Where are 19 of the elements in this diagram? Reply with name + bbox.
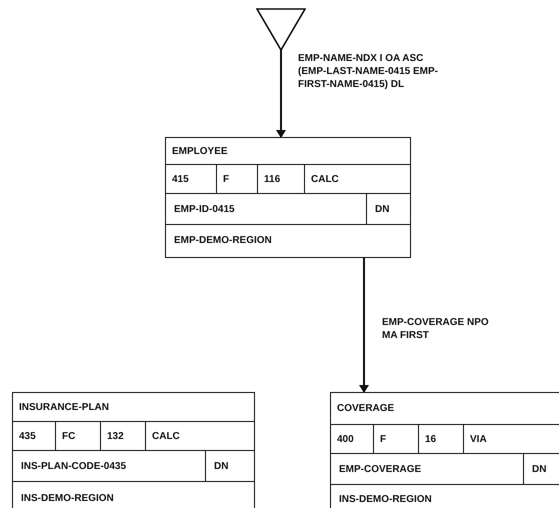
area-name: EMP-DEMO-REGION xyxy=(165,224,410,258)
location-mode: CALC xyxy=(145,421,254,452)
duplicates-option: DN xyxy=(205,450,254,482)
area-name: INS-DEMO-REGION xyxy=(12,481,254,508)
duplicates-option: DN xyxy=(366,193,410,226)
record-name: EMPLOYEE xyxy=(165,137,410,166)
record-name: INSURANCE-PLAN xyxy=(12,392,254,422)
duplicates-option: DN xyxy=(523,453,559,486)
calc-key-field: EMP-COVERAGE xyxy=(330,453,524,486)
arrow xyxy=(276,50,286,138)
arrow xyxy=(359,256,369,393)
triangle-symbol xyxy=(256,8,306,52)
calc-key-field: EMP-ID-0415 xyxy=(165,193,368,226)
location-mode: CALC xyxy=(304,164,410,194)
calc-key-field: INS-PLAN-CODE-0435 xyxy=(12,450,206,482)
record-name: COVERAGE xyxy=(330,392,559,426)
area-name: INS-DEMO-REGION xyxy=(330,484,559,508)
location-mode: VIA xyxy=(463,424,559,454)
record-length: 415 xyxy=(165,164,218,194)
